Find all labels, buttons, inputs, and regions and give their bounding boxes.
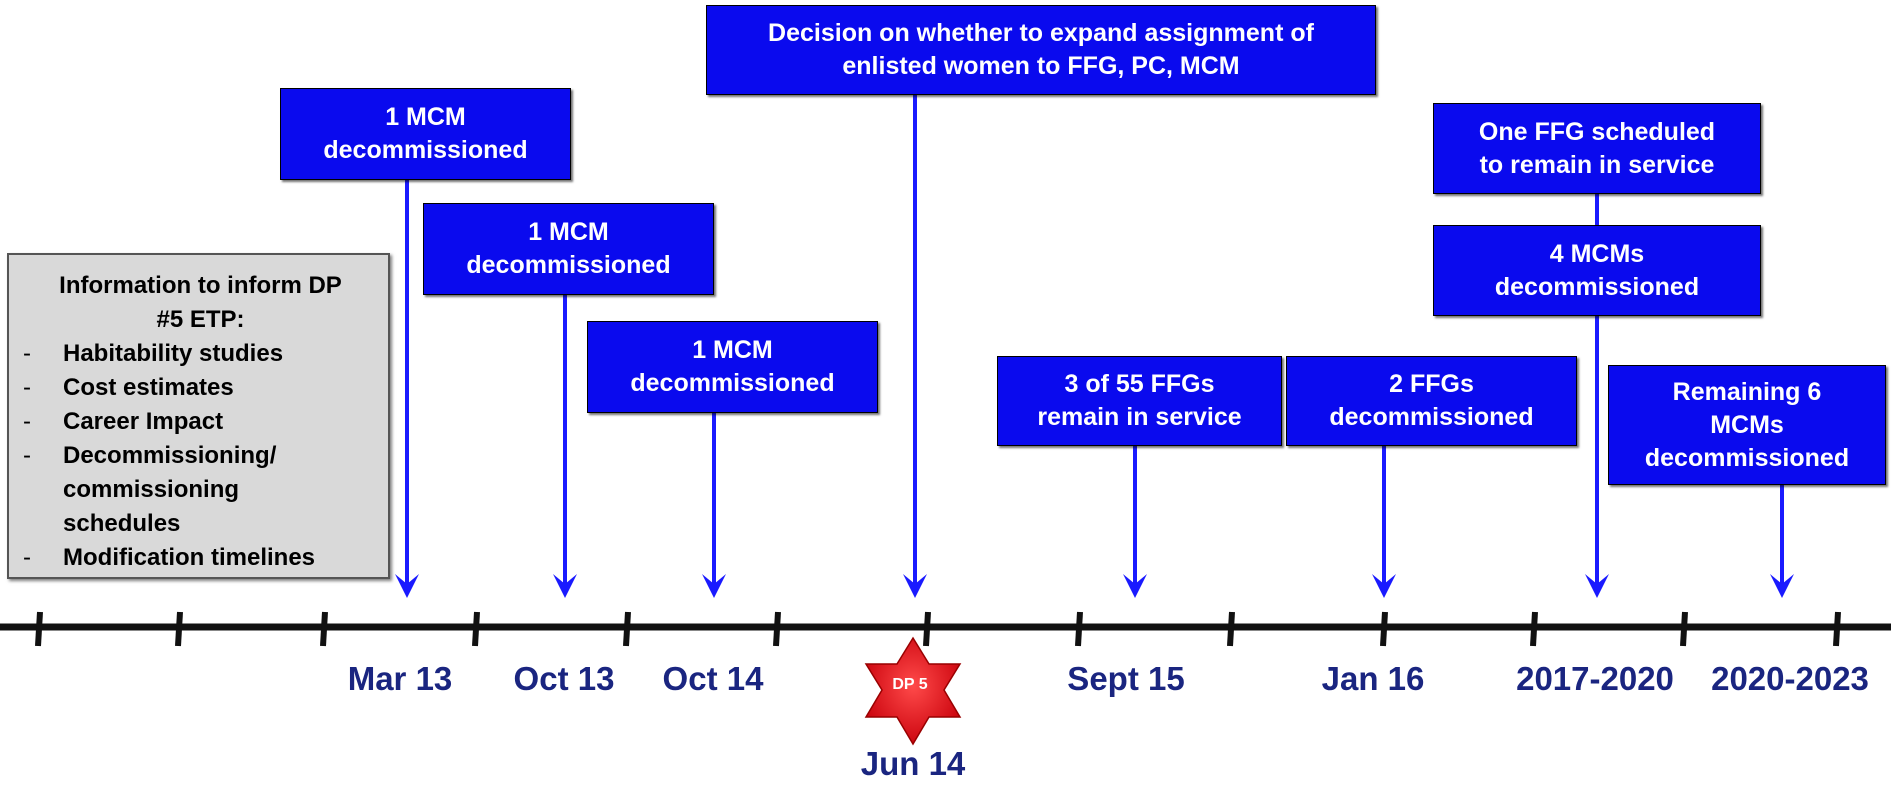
event-box-mar13: 1 MCM decommissioned: [280, 88, 571, 180]
timeline-tick: [1075, 611, 1083, 647]
timeline-tick: [320, 611, 328, 647]
arrowhead-icon: [1770, 574, 1794, 598]
arrowhead-icon: [1372, 574, 1396, 598]
timeline-tick: [923, 611, 931, 647]
info-item: -Modification timelines: [23, 541, 378, 575]
date-label-mar13: Mar 13: [347, 660, 453, 697]
info-item: -Habitability studies: [23, 337, 378, 371]
arrowhead-icon: [553, 574, 577, 598]
info-box: Information to inform DP #5 ETP: -Habita…: [7, 253, 390, 579]
bullet-dash: -: [23, 442, 31, 469]
timeline-tick: [1833, 611, 1841, 647]
event-box-oct14: 1 MCM decommissioned: [587, 321, 878, 413]
info-item: -Decommissioning/ commissioning schedule…: [23, 439, 378, 541]
arrowhead-icon: [702, 574, 726, 598]
arrowhead-icon: [1585, 574, 1609, 598]
decision-point-star: [864, 636, 962, 746]
info-item: -Cost estimates: [23, 371, 378, 405]
bullet-dash: -: [23, 544, 31, 571]
bullet-dash: -: [23, 340, 31, 367]
date-label-2020: 2020-2023: [1711, 660, 1869, 697]
arrowhead-icon: [1123, 574, 1147, 598]
timeline-tick: [175, 611, 183, 647]
timeline-tick: [35, 611, 43, 647]
timeline-tick: [1227, 611, 1235, 647]
info-item: -Career Impact: [23, 405, 378, 439]
timeline-ticks: [35, 611, 1841, 647]
timeline-tick: [773, 611, 781, 647]
info-box-list: -Habitability studies -Cost estimates -C…: [23, 337, 378, 575]
event-arrows: [395, 95, 1794, 598]
event-box-jun14: Decision on whether to expand assignment…: [706, 5, 1376, 95]
event-box-jan16: 2 FFGs decommissioned: [1286, 356, 1577, 446]
info-box-title: Information to inform DP #5 ETP:: [59, 272, 342, 333]
date-label-jan16: Jan 16: [1321, 660, 1425, 697]
date-label-sept15: Sept 15: [1067, 660, 1185, 697]
bullet-dash: -: [23, 374, 31, 401]
arrowhead-icon: [395, 574, 419, 598]
event-box-2017b: 4 MCMs decommissioned: [1433, 225, 1761, 316]
date-label-jun14: Jun 14: [860, 745, 966, 782]
decision-point-label: DP 5: [892, 676, 928, 693]
event-box-sept15: 3 of 55 FFGs remain in service: [997, 356, 1282, 446]
bullet-dash: -: [23, 408, 31, 435]
event-box-oct13: 1 MCM decommissioned: [423, 203, 714, 295]
arrowhead-icon: [903, 574, 927, 598]
timeline-tick: [1530, 611, 1538, 647]
event-box-2017a: One FFG scheduled to remain in service: [1433, 103, 1761, 194]
timeline-tick: [472, 611, 480, 647]
date-label-oct14: Oct 14: [662, 660, 764, 697]
date-label-oct13: Oct 13: [513, 660, 615, 697]
date-label-2017: 2017-2020: [1516, 660, 1674, 697]
event-box-2020: Remaining 6 MCMs decommissioned: [1608, 365, 1886, 485]
timeline-tick: [623, 611, 631, 647]
timeline-tick: [1380, 611, 1388, 647]
timeline-tick: [1680, 611, 1688, 647]
